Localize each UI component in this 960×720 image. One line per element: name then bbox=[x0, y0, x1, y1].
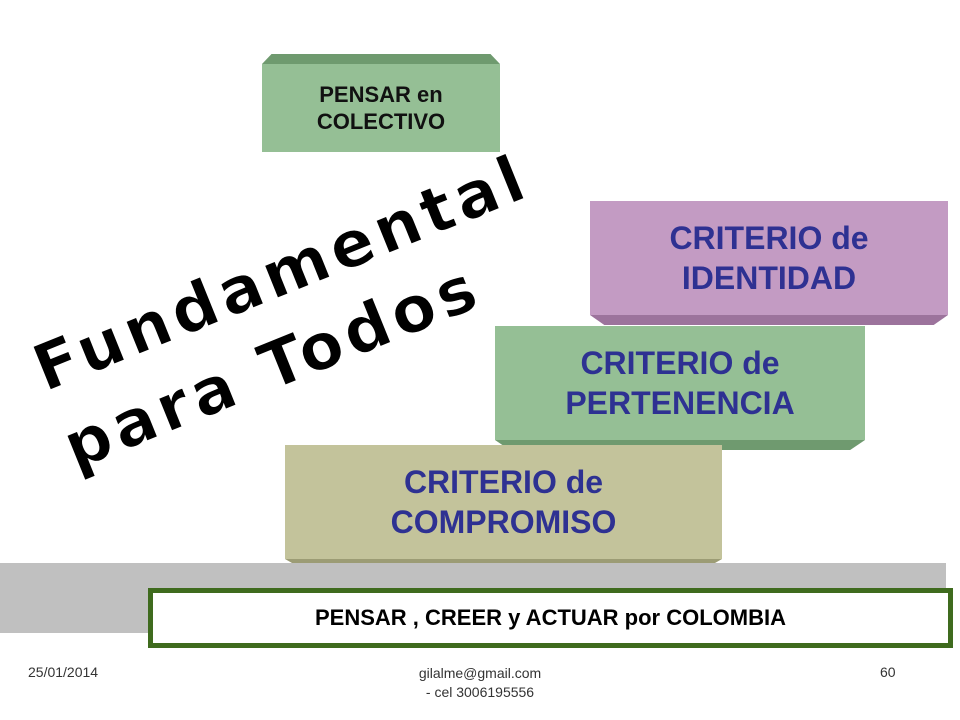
pensar-colectivo-box: PENSAR en COLECTIVO bbox=[262, 54, 500, 152]
box-line-2: IDENTIDAD bbox=[681, 260, 857, 296]
box-bevel bbox=[262, 54, 500, 64]
box-line-1: CRITERIO de bbox=[403, 464, 604, 500]
criterio-pertenencia-box: CRITERIO de PERTENENCIA bbox=[495, 326, 865, 450]
box-line-2: PERTENENCIA bbox=[565, 385, 795, 421]
box-line-2: COMPROMISO bbox=[390, 504, 617, 540]
box-line-1: CRITERIO de bbox=[580, 345, 780, 381]
motto-banner: PENSAR , CREER y ACTUAR por COLOMBIA bbox=[148, 588, 953, 648]
box-line-2: COLECTIVO bbox=[316, 109, 446, 134]
page-number: 60 bbox=[880, 664, 896, 680]
footer-date: 25/01/2014 bbox=[28, 664, 99, 680]
box-line-1: CRITERIO de bbox=[669, 220, 869, 256]
box-bevel bbox=[590, 315, 948, 325]
wordart-line-1: Fundamental bbox=[23, 141, 539, 407]
criterio-identidad-box: CRITERIO de IDENTIDAD bbox=[590, 201, 948, 325]
footer-phone: - cel 3006195556 bbox=[425, 683, 535, 700]
footer-email: gilalme@gmail.com bbox=[418, 665, 542, 681]
criterio-compromiso-box: CRITERIO de COMPROMISO bbox=[285, 445, 722, 569]
footer-contact: gilalme@gmail.com - cel 3006195556 bbox=[380, 664, 580, 702]
box-line-1: PENSAR en bbox=[319, 81, 443, 107]
motto-text: PENSAR , CREER y ACTUAR por COLOMBIA bbox=[315, 605, 786, 630]
